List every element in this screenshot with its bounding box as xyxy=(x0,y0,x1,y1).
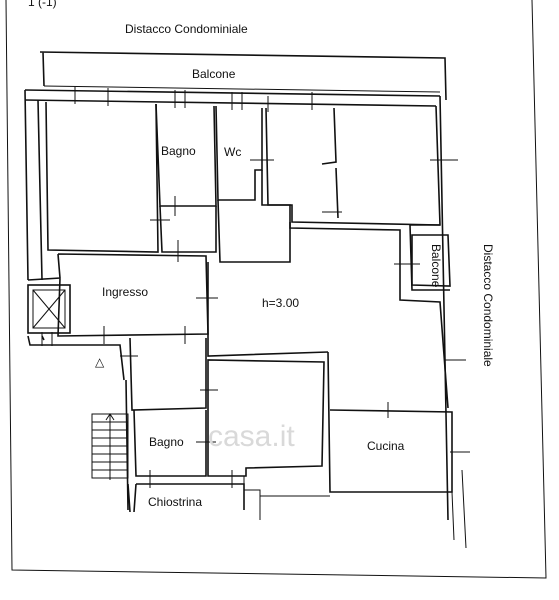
room-upper-left xyxy=(45,101,159,253)
cucina-label: Cucina xyxy=(367,439,405,453)
room-bagno-bottom xyxy=(133,409,207,477)
bagno-bottom-label: Bagno xyxy=(149,435,184,449)
wall-ticks xyxy=(41,86,470,488)
room-middle-lower-inner xyxy=(243,476,261,520)
outer-wall-left xyxy=(24,89,43,281)
up-marker: △ xyxy=(95,355,105,369)
paper-edge xyxy=(5,0,547,579)
courtyard xyxy=(127,483,245,513)
balcony-side xyxy=(411,234,451,287)
lift-shaft xyxy=(27,284,71,334)
balcony-outline xyxy=(39,51,447,101)
balcone-side-label: Balcone xyxy=(429,244,443,288)
mid-corridor xyxy=(217,170,291,263)
stairs xyxy=(91,413,129,480)
chiostrina-label: Chiostrina xyxy=(148,495,202,509)
balcony-inner-line xyxy=(43,85,441,93)
height-label: h=3.00 xyxy=(262,296,299,310)
room-bagno-top xyxy=(155,103,217,207)
ingresso-label: Ingresso xyxy=(102,285,148,299)
room-middle-lower xyxy=(207,359,325,477)
room-living xyxy=(207,222,449,409)
balcone-top-label: Balcone xyxy=(192,67,236,81)
top-border-label: Distacco Condominiale xyxy=(125,22,248,36)
watermark: casa.it xyxy=(208,420,295,453)
lower-boundary xyxy=(260,469,467,549)
small-hall xyxy=(159,205,217,253)
room-upper-right xyxy=(265,107,441,226)
header-scribble: 1 (-1) xyxy=(28,0,57,9)
wc-label: Wc xyxy=(224,145,241,159)
right-border-label: Distacco Condominiale xyxy=(481,244,495,367)
bagno-top-label: Bagno xyxy=(161,144,196,158)
